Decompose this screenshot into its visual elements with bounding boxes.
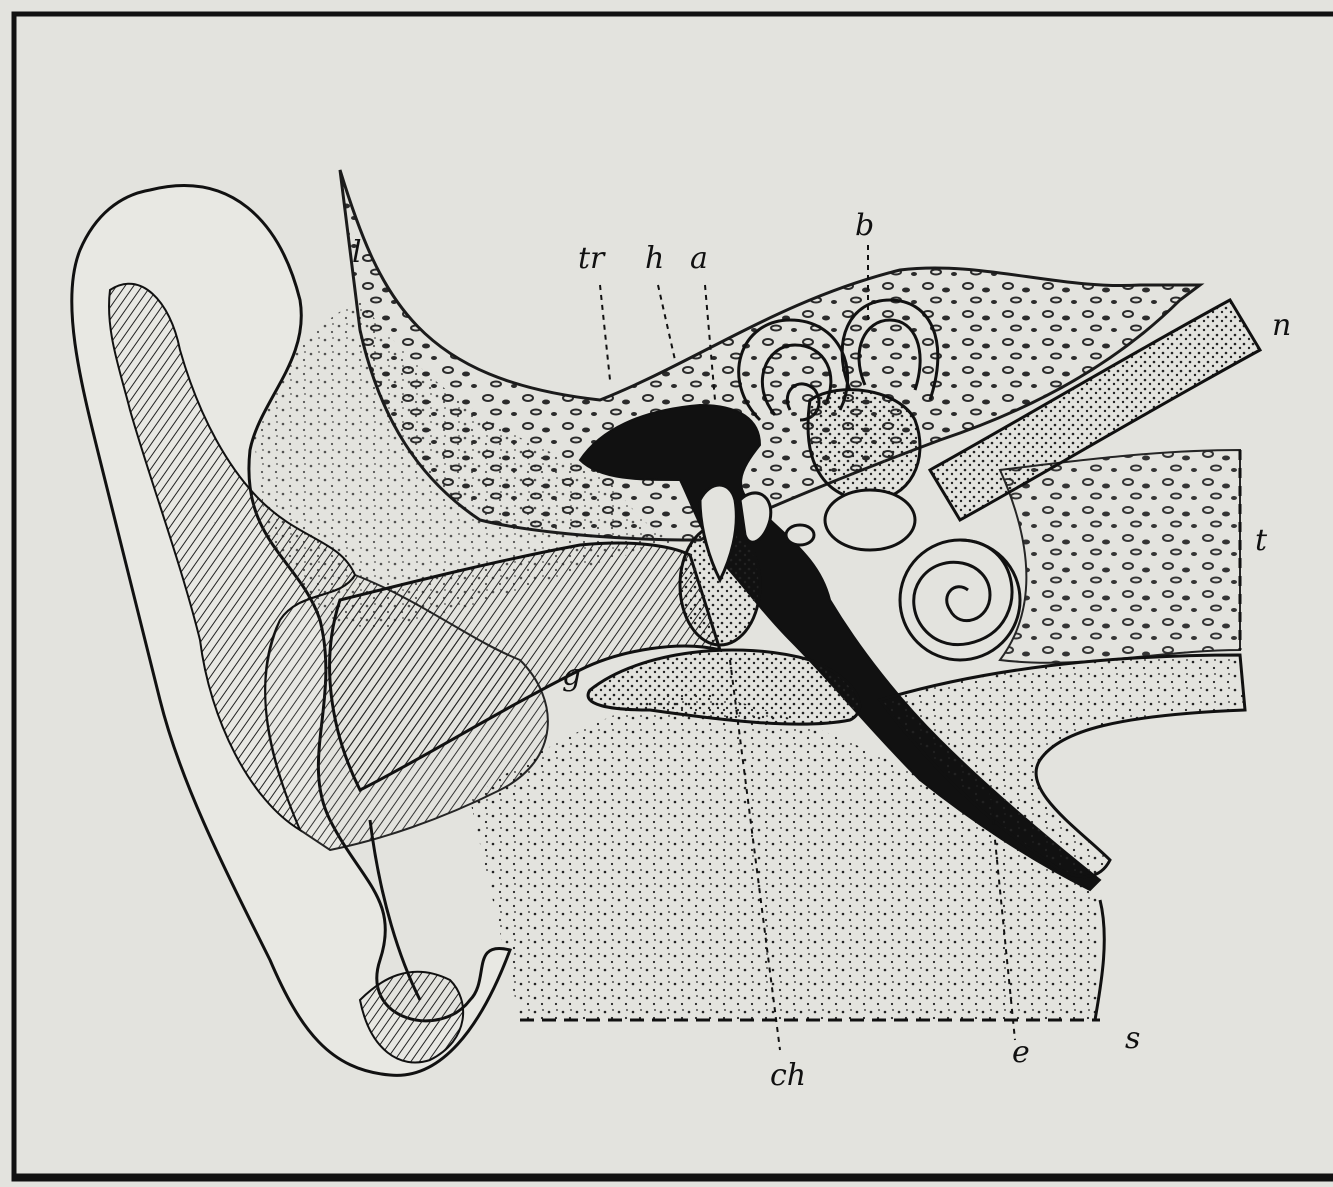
label-b: b <box>855 208 874 243</box>
label-l: l <box>352 235 362 270</box>
label-e: e <box>1012 1035 1030 1070</box>
label-tr: tr <box>578 241 606 276</box>
petrous-bone <box>1000 450 1240 663</box>
label-g: g <box>562 658 581 693</box>
stapes <box>786 525 814 545</box>
label-a: a <box>690 241 708 276</box>
cochlea <box>900 540 1020 660</box>
label-n: n <box>1272 308 1291 343</box>
label-s: s <box>1125 1021 1140 1056</box>
label-h: h <box>645 241 664 276</box>
oval-window <box>825 490 915 550</box>
label-t: t <box>1255 523 1268 558</box>
label-ch: ch <box>770 1058 806 1093</box>
